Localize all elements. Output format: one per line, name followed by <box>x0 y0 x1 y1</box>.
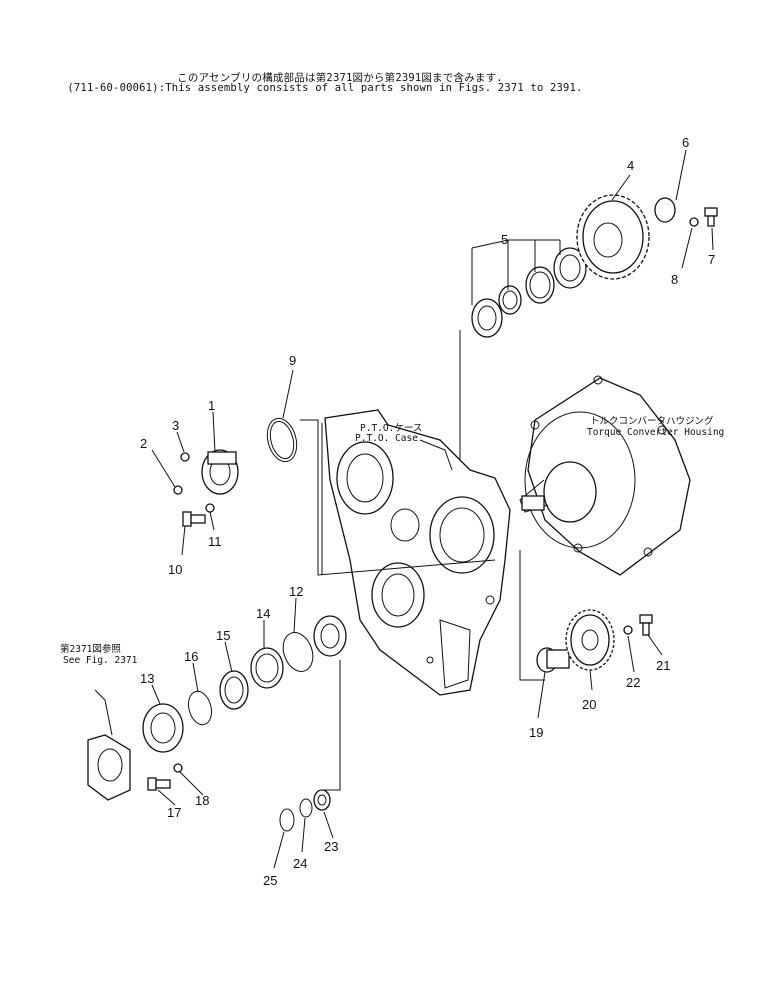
part-number-14: 14 <box>256 606 270 621</box>
part-20-gear <box>565 609 615 671</box>
referenced-flange <box>87 734 131 801</box>
part-16-o-ring <box>187 690 213 726</box>
torque-converter-label-jp: トルクコンバータハウジング <box>590 415 714 427</box>
part-17-bolt <box>147 777 171 791</box>
part-22-washer <box>623 625 633 635</box>
part-1-cover <box>201 449 239 495</box>
part-number-6: 6 <box>682 135 689 150</box>
part-number-11: 11 <box>208 534 222 549</box>
part-18-washer <box>173 763 183 773</box>
part-number-23: 23 <box>324 839 338 854</box>
part-15-race <box>219 670 249 710</box>
see-fig-label-en: See Fig. 2371 <box>63 655 138 666</box>
part-number-9: 9 <box>289 353 296 368</box>
part-number-2: 2 <box>140 436 147 451</box>
assembly-note-japanese: このアセンブリの構成部品は第2371図から第2391図まで含みます. <box>177 72 503 84</box>
part-5-bearing-set <box>471 247 587 338</box>
part-number-24: 24 <box>293 856 307 871</box>
part-number-15: 15 <box>216 628 230 643</box>
torque-converter-label: トルクコンバータハウジング Torque Converter Housing <box>587 415 724 438</box>
leader-lines <box>94 149 714 869</box>
torque-converter-housing <box>519 375 691 576</box>
part-number-18: 18 <box>195 793 209 808</box>
part-number-8: 8 <box>671 272 678 287</box>
part-number-19: 19 <box>529 725 543 740</box>
torque-converter-label-en: Torque Converter Housing <box>587 427 724 438</box>
part-24-snap-ring <box>299 798 313 818</box>
part-12-ring <box>282 632 314 672</box>
part-23-small-bearing <box>313 789 331 811</box>
part-25-snap-ring <box>279 808 295 832</box>
part-14-bearing <box>250 647 284 689</box>
see-fig-label: 第2371図参照 See Fig. 2371 <box>60 643 138 666</box>
part-19-shaft <box>536 647 570 673</box>
part-3-washer <box>180 452 190 462</box>
pto-case <box>324 409 511 696</box>
part-number-4: 4 <box>627 158 634 173</box>
part-23-bearing <box>313 615 347 657</box>
part-8-washer <box>689 217 699 227</box>
part-number-labels: 1 2 3 4 5 6 7 8 9 10 11 12 13 14 15 16 1… <box>140 135 715 888</box>
part-11-washer <box>205 503 215 513</box>
part-10-bolt <box>182 511 206 527</box>
part-number-21: 21 <box>656 658 670 673</box>
part-number-7: 7 <box>708 252 715 267</box>
part-number-5: 5 <box>501 232 508 247</box>
part-number-13: 13 <box>140 671 154 686</box>
part-number-22: 22 <box>626 675 640 690</box>
pto-case-label-jp: P.T.O.ケース <box>360 423 422 434</box>
part-number-20: 20 <box>582 697 596 712</box>
part-number-1: 1 <box>208 398 215 413</box>
part-number-17: 17 <box>167 805 181 820</box>
part-number-3: 3 <box>172 418 179 433</box>
part-number-25: 25 <box>263 873 277 888</box>
part-2-bolt <box>173 485 183 495</box>
part-4-gear <box>576 194 650 280</box>
part-13-cage <box>142 703 184 753</box>
part-7-bolt <box>704 207 718 227</box>
assembly-note-english: (711-60-00061):This assembly consists of… <box>67 82 583 94</box>
part-9-o-ring <box>266 417 298 463</box>
pto-case-label: P.T.O.ケース P.T.O. Case <box>355 423 422 444</box>
see-fig-label-jp: 第2371図参照 <box>60 643 121 655</box>
part-number-16: 16 <box>184 649 198 664</box>
pto-case-label-en: P.T.O. Case <box>355 433 418 444</box>
part-number-10: 10 <box>168 562 182 577</box>
part-21-bolt <box>639 614 653 636</box>
part-number-12: 12 <box>289 584 303 599</box>
part-6-cap <box>654 197 676 223</box>
